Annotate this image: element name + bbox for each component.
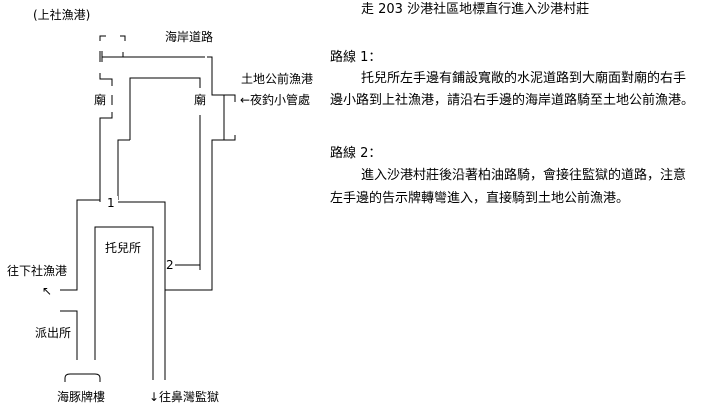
road-line <box>129 77 201 140</box>
marker-1: 1 <box>104 196 118 210</box>
route1-heading: 路線 1： <box>330 50 382 65</box>
night-squid-label: ←夜釣小管處 <box>240 93 311 107</box>
road-line <box>207 56 236 102</box>
temple-left-label: 廟 <box>94 93 107 107</box>
to-lower-harbor-label: 往下社漁港 <box>7 264 68 278</box>
earth-god-harbor-label: 土地公前漁港 <box>241 72 314 86</box>
road-line <box>120 35 126 41</box>
coastal-road-label: 海岸道路 <box>165 30 214 44</box>
police-label: 派出所 <box>35 326 72 340</box>
route1-text-line1: 托兒所左手邊有鋪設寬敞的水泥道路到大廟面對廟的右手 <box>361 71 687 86</box>
daycare-label: 托兒所 <box>105 241 142 255</box>
road-line <box>99 35 106 41</box>
arrow-northwest-icon: ↖ <box>42 284 53 298</box>
page-title: 走 203 沙港社區地標直行進入沙港村莊 <box>361 2 590 17</box>
road-line <box>94 226 154 380</box>
road-line <box>60 310 78 360</box>
route2-text-line2: 左手邊的告示牌轉彎進入，直接騎到土地公前漁港。 <box>330 191 630 206</box>
road-line <box>117 139 130 200</box>
temple-right-label: 廟 <box>194 93 207 107</box>
upper-harbor-label: (上社漁港) <box>33 8 91 22</box>
dolphin-arch-label: 海豚牌樓 <box>57 390 106 404</box>
marker-2: 2 <box>166 258 174 272</box>
road-line <box>118 201 166 380</box>
route1-text-line2: 邊小路到上社漁港，請沿右手邊的海岸道路騎至土地公前漁港。 <box>330 93 695 108</box>
to-prison-label: ↓往鼻灣監獄 <box>149 390 220 404</box>
road-line <box>99 73 113 86</box>
route2-text-line1: 進入沙港村莊後沿著柏油路騎，會接往監獄的道路，注意 <box>361 168 687 183</box>
arch-line <box>64 373 101 382</box>
route2-heading: 路線 2： <box>330 146 382 161</box>
